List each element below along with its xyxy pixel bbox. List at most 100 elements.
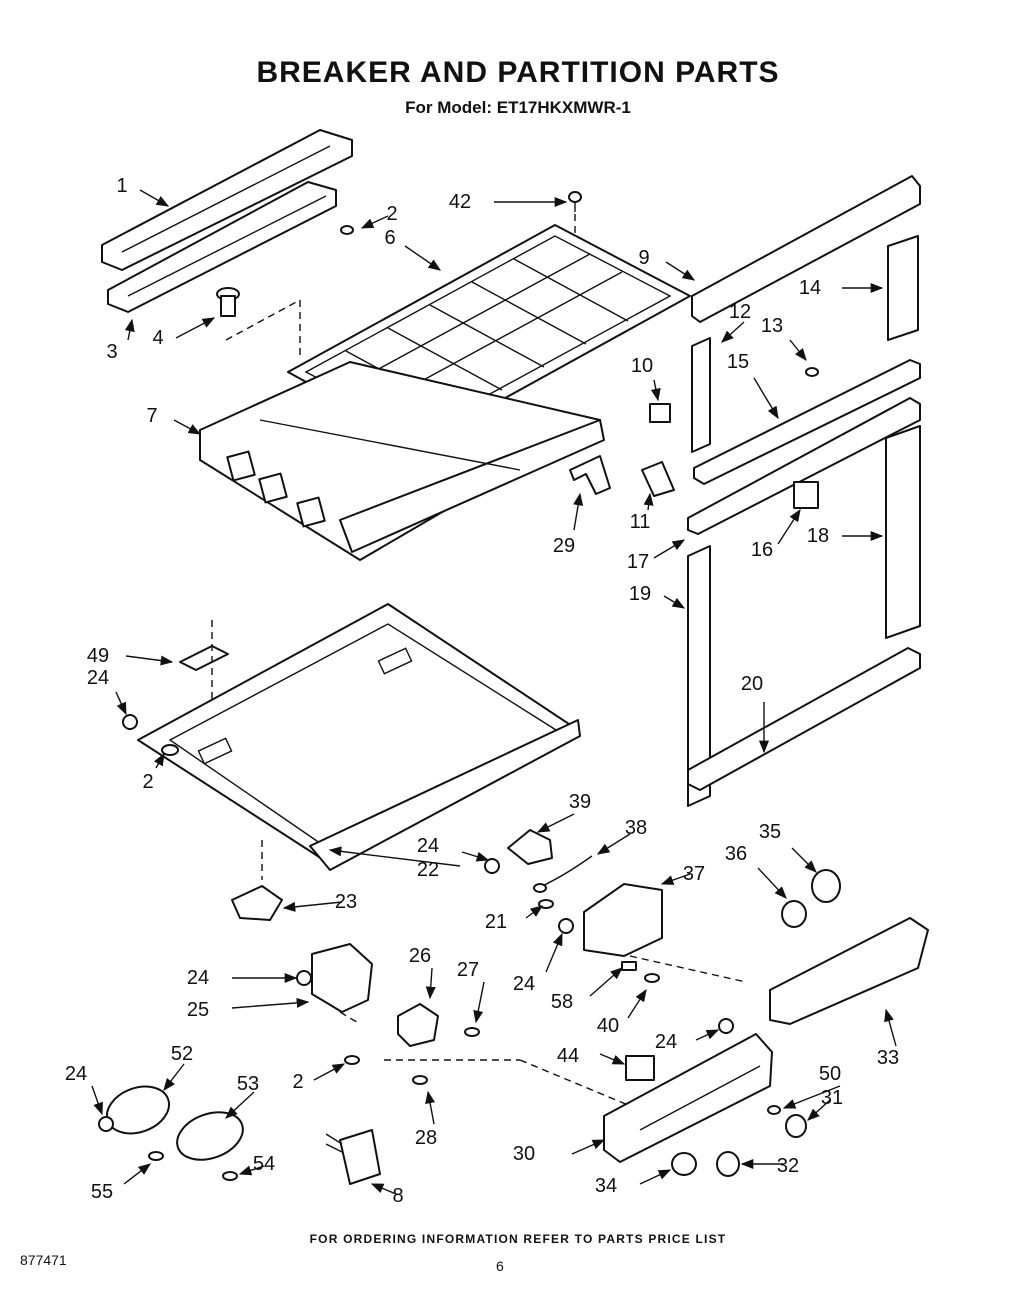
callout-leader-9	[665, 261, 696, 281]
callout-label-1: 1	[116, 175, 127, 197]
screw-part-13	[805, 367, 819, 377]
clip-part-29	[569, 455, 611, 495]
callout-label-28: 28	[415, 1127, 437, 1149]
callout-label-21: 21	[485, 911, 507, 933]
clip-part-10	[649, 403, 671, 423]
callout-leader-16	[777, 508, 801, 545]
nut-part-24-control	[718, 1018, 734, 1034]
callout-label-23: 23	[335, 891, 357, 913]
callout-label-33: 33	[877, 1047, 899, 1069]
callout-label-50: 50	[819, 1063, 841, 1085]
callout-label-11: 11	[630, 511, 651, 533]
callout-label-35: 35	[759, 821, 781, 843]
callout-leader-27	[473, 981, 485, 1024]
screw-part-55	[148, 1151, 164, 1161]
callout-leader-53	[225, 1091, 255, 1119]
callout-label-6: 6	[384, 227, 395, 249]
clip-part-11	[641, 461, 675, 497]
callout-label-42: 42	[449, 191, 471, 213]
callout-label-38: 38	[625, 817, 647, 839]
callout-leader-1	[139, 189, 170, 207]
light-shield-part-39	[507, 829, 553, 865]
callout-label-24: 24	[65, 1063, 87, 1085]
callout-leader-31	[807, 1099, 831, 1121]
callout-label-15: 15	[727, 351, 749, 373]
dashed-connector-control	[519, 1059, 641, 1111]
callout-label-24: 24	[513, 973, 535, 995]
model-subtitle: For Model: ET17HKXMWR-1	[405, 98, 631, 117]
callout-label-10: 10	[631, 355, 653, 377]
callout-label-52: 52	[171, 1043, 193, 1065]
callout-label-39: 39	[569, 791, 591, 813]
callout-leader-40	[627, 988, 647, 1019]
screw-part-54	[222, 1171, 238, 1181]
gasket-part-53	[176, 1111, 244, 1161]
callout-label-3: 3	[106, 341, 117, 363]
callout-label-32: 32	[777, 1155, 799, 1177]
switch-part-26	[397, 1003, 439, 1047]
callout-leader-8	[370, 1183, 397, 1195]
callout-label-24: 24	[187, 967, 209, 989]
callout-label-16: 16	[751, 539, 773, 561]
callout-leader-28	[425, 1090, 436, 1125]
connector-part-8	[325, 1129, 381, 1185]
nut-part-24-housing	[558, 918, 574, 934]
callout-leader-7	[173, 419, 202, 435]
callout-leader-30	[571, 1139, 606, 1155]
callout-label-30: 30	[513, 1143, 535, 1165]
callout-leader-54	[238, 1165, 265, 1176]
screw-part-27	[464, 1027, 480, 1037]
callout-leader-55	[123, 1163, 151, 1185]
callout-label-8: 8	[392, 1185, 403, 1207]
callout-label-34: 34	[595, 1175, 617, 1197]
ring-part-50	[767, 1105, 781, 1115]
callout-label-53: 53	[237, 1073, 259, 1095]
document-number: 877471	[20, 1252, 67, 1268]
light-bulb-part-35	[811, 869, 841, 903]
trim-part-18	[885, 425, 921, 639]
callout-leader-6	[404, 245, 442, 271]
ordering-note: FOR ORDERING INFORMATION REFER TO PARTS …	[309, 1232, 727, 1246]
callout-label-9: 9	[638, 247, 649, 269]
screw-part-40	[644, 973, 660, 983]
light-bulb-part-36	[781, 900, 807, 928]
callout-leader-11	[643, 492, 654, 511]
callout-leader-12	[721, 321, 745, 343]
thermostat-part-23	[231, 840, 283, 921]
callout-leader-34	[639, 1169, 672, 1185]
callout-label-37: 37	[683, 863, 705, 885]
callout-label-44: 44	[557, 1045, 579, 1067]
callout-leader-52	[163, 1063, 185, 1091]
callout-label-12: 12	[729, 301, 751, 323]
callout-leader-26	[425, 967, 436, 1000]
light-housing-part-37	[583, 883, 747, 983]
callout-label-18: 18	[807, 525, 829, 547]
callout-leader-58	[589, 967, 623, 997]
callout-leader-29	[573, 492, 584, 531]
partition-strip-part-9	[691, 175, 921, 323]
callout-label-29: 29	[553, 535, 575, 557]
gasket-part-52	[106, 1085, 170, 1135]
callout-leader-13	[789, 339, 807, 361]
nut-part-24-left	[122, 714, 138, 730]
callout-leader-33	[884, 1008, 897, 1047]
callout-label-31: 31	[821, 1087, 843, 1109]
callout-label-22: 22	[417, 859, 439, 881]
callout-label-54: 54	[253, 1153, 275, 1175]
callout-label-49: 49	[87, 645, 109, 667]
nut-part-24-bracket	[296, 970, 312, 986]
callout-label-27: 27	[457, 959, 479, 981]
knob-part-31	[785, 1114, 807, 1138]
partition-strip-part-20	[687, 647, 921, 791]
page-title: BREAKER AND PARTITION PARTS	[256, 56, 780, 89]
callout-label-4: 4	[152, 327, 163, 349]
callout-leader-22	[328, 846, 461, 867]
callout-label-17: 17	[627, 551, 649, 573]
nut-part-24-gasket	[98, 1116, 114, 1132]
breaker-strip-bottom	[107, 181, 337, 313]
screw-part-2-bottom	[344, 1055, 360, 1065]
callout-leader-35	[791, 847, 817, 873]
screw-part-2-left	[161, 744, 179, 756]
callout-label-25: 25	[187, 999, 209, 1021]
